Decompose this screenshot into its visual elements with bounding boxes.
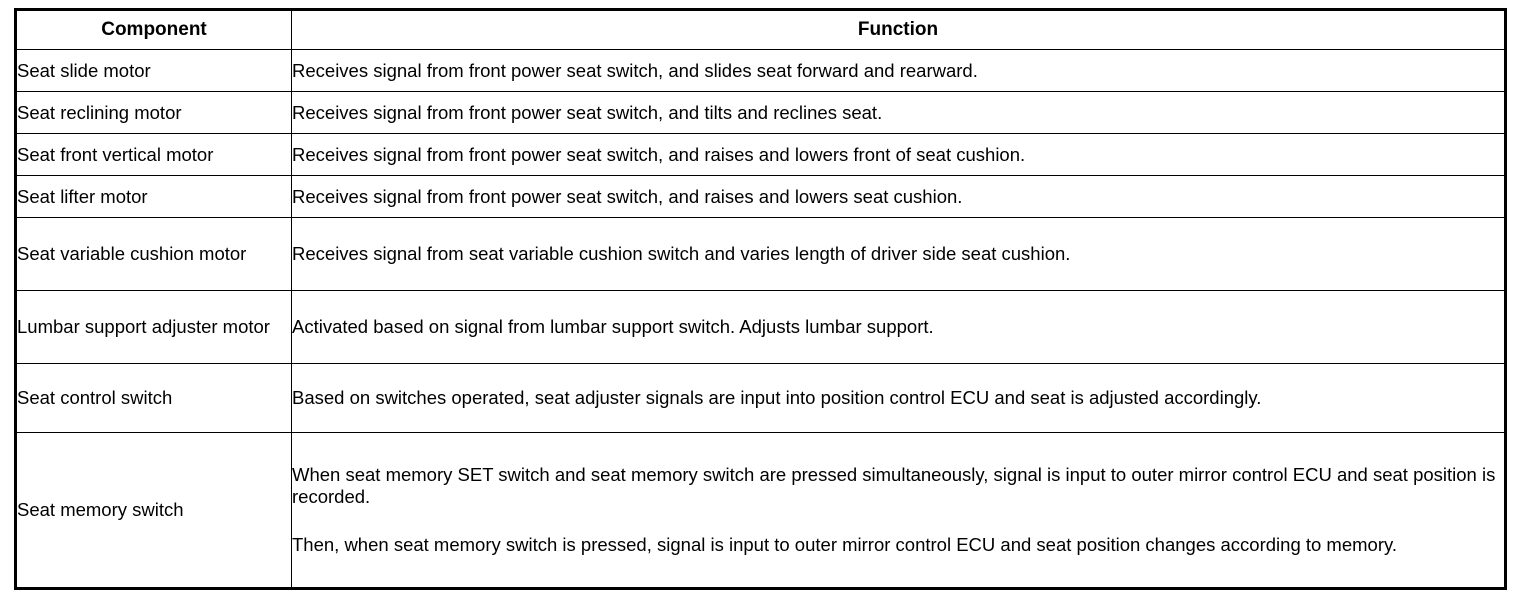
function-description-paragraph-2: Then, when seat memory switch is pressed…: [292, 534, 1398, 555]
table-header: Component Function: [15, 9, 1506, 50]
cell-function: Activated based on signal from lumbar su…: [291, 290, 1506, 364]
cell-component: Seat front vertical motor: [15, 133, 292, 176]
function-description: Receives signal from front power seat sw…: [292, 59, 978, 81]
cell-component: Seat control switch: [15, 363, 292, 433]
cell-function: Receives signal from front power seat sw…: [291, 91, 1506, 134]
cell-function: Receives signal from front power seat sw…: [291, 49, 1506, 92]
cell-component: Seat slide motor: [15, 49, 292, 92]
component-name: Seat control switch: [17, 387, 173, 408]
function-description: Receives signal from front power seat sw…: [292, 185, 963, 207]
table-row: Seat control switch Based on switches op…: [15, 363, 1506, 433]
component-function-table: Component Function Seat slide motor Rece…: [14, 8, 1507, 590]
table-row: Seat memory switch When seat memory SET …: [15, 432, 1506, 589]
table-row: Seat reclining motor Receives signal fro…: [15, 91, 1506, 134]
function-description: Receives signal from front power seat sw…: [292, 101, 883, 123]
table-row: Lumbar support adjuster motor Activated …: [15, 290, 1506, 364]
component-name: Seat lifter motor: [17, 185, 148, 207]
column-header-component: Component: [15, 9, 292, 50]
cell-function: Based on switches operated, seat adjuste…: [291, 363, 1506, 433]
cell-component: Seat reclining motor: [15, 91, 292, 134]
component-name: Seat memory switch: [17, 499, 184, 520]
component-name: Lumbar support adjuster motor: [17, 316, 270, 337]
table-row: Seat front vertical motor Receives signa…: [15, 133, 1506, 176]
table-row: Seat lifter motor Receives signal from f…: [15, 175, 1506, 218]
table-body: Seat slide motor Receives signal from fr…: [15, 49, 1506, 589]
function-description: Receives signal from front power seat sw…: [292, 143, 1026, 165]
component-function-table-container: Component Function Seat slide motor Rece…: [14, 8, 1507, 590]
column-header-component-label: Component: [101, 19, 207, 40]
cell-component: Seat memory switch: [15, 432, 292, 589]
table-row: Seat variable cushion motor Receives sig…: [15, 217, 1506, 291]
function-description: Based on switches operated, seat adjuste…: [292, 387, 1262, 408]
function-description: Activated based on signal from lumbar su…: [292, 316, 934, 337]
cell-function: When seat memory SET switch and seat mem…: [291, 432, 1506, 589]
component-name: Seat reclining motor: [17, 101, 182, 123]
cell-component: Seat variable cushion motor: [15, 217, 292, 291]
table-row: Seat slide motor Receives signal from fr…: [15, 49, 1506, 92]
table-header-row: Component Function: [15, 9, 1506, 50]
component-name: Seat front vertical motor: [17, 143, 214, 165]
cell-function: Receives signal from seat variable cushi…: [291, 217, 1506, 291]
cell-component: Seat lifter motor: [15, 175, 292, 218]
component-name: Seat slide motor: [17, 59, 151, 81]
function-description-paragraph-1: When seat memory SET switch and seat mem…: [292, 464, 1496, 507]
component-name: Seat variable cushion motor: [17, 243, 247, 264]
column-header-function: Function: [291, 9, 1506, 50]
function-description: Receives signal from seat variable cushi…: [292, 243, 1071, 264]
column-header-function-label: Function: [857, 19, 939, 40]
cell-function: Receives signal from front power seat sw…: [291, 175, 1506, 218]
cell-component: Lumbar support adjuster motor: [15, 290, 292, 364]
cell-function: Receives signal from front power seat sw…: [291, 133, 1506, 176]
